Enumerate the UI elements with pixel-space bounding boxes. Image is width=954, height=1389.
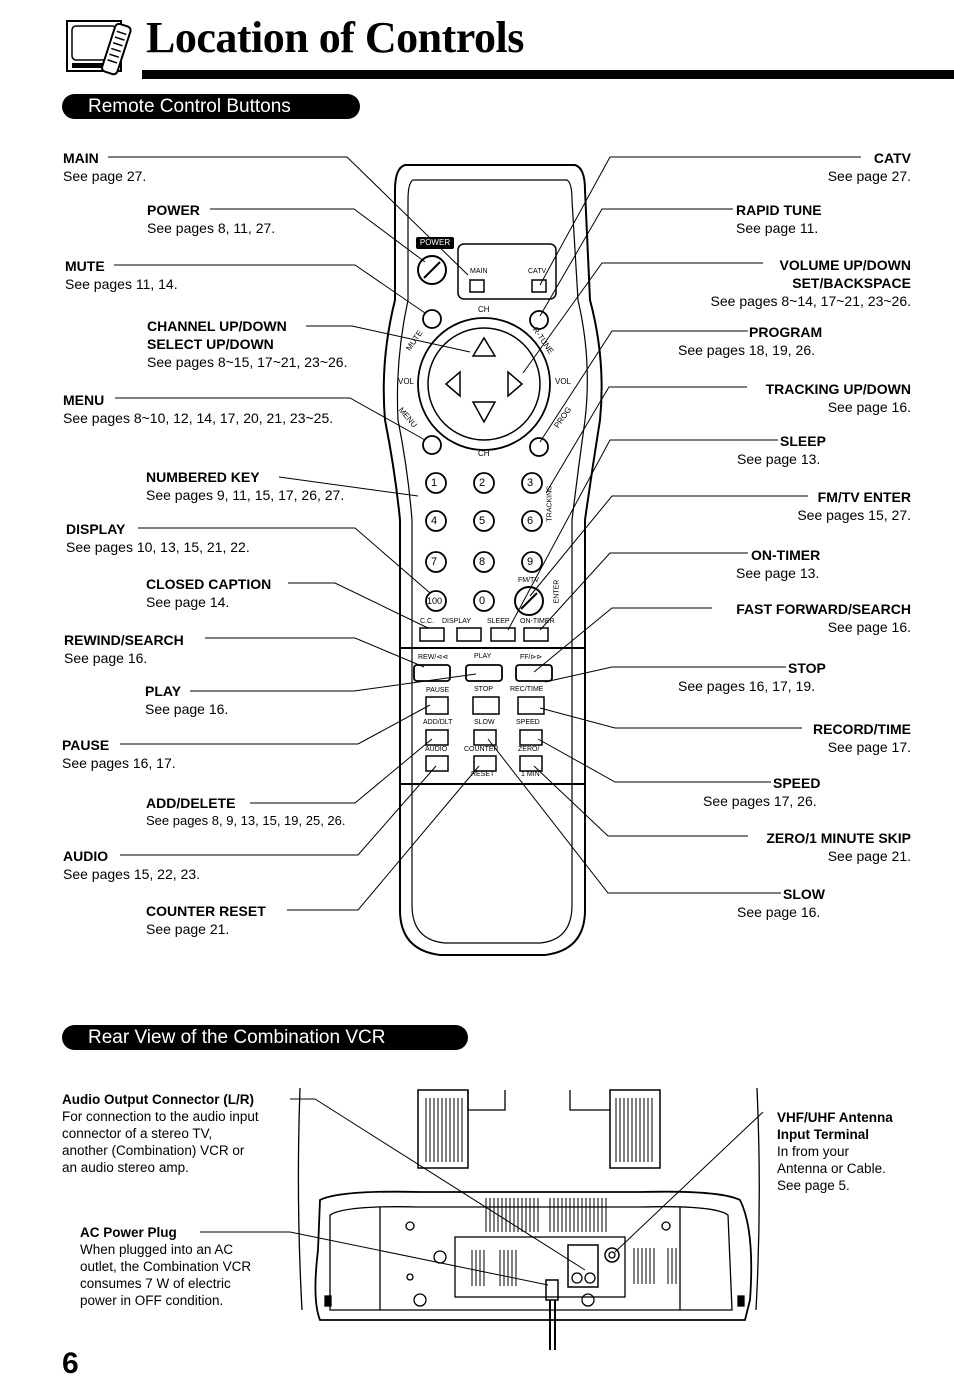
remote-body-outline	[382, 164, 603, 956]
section-banner-remote: Remote Control Buttons	[62, 94, 360, 119]
key-2: 2	[479, 477, 486, 489]
section-banner-rear: Rear View of the Combination VCR	[62, 1025, 468, 1050]
remote-ch-text: CH	[478, 305, 490, 314]
label-ac-plug: AC Power Plug When plugged into an AC ou…	[80, 1225, 252, 1308]
title-rule	[142, 70, 954, 79]
remote-rectime-text: REC/TIME	[510, 686, 544, 693]
remote-slow-text: SLOW	[474, 719, 495, 726]
remote-ch-text-lower: CH	[478, 449, 490, 458]
label-audio-output: Audio Output Connector (L/R) For connect…	[62, 1092, 259, 1175]
remote-rew-text: REW/⊲⊲	[418, 654, 449, 661]
key-100: 100	[427, 596, 443, 606]
remote-power-tag: POWER	[416, 237, 454, 249]
remote-cc-text: C.C.	[420, 618, 434, 625]
key-8: 8	[479, 556, 486, 568]
remote-adddlt-text: ADD/DLT	[423, 719, 453, 726]
remote-sleep-text: SLEEP	[487, 618, 510, 625]
page-number: 6	[62, 1347, 79, 1380]
key-0: 0	[479, 595, 486, 607]
vent-slots	[425, 1098, 677, 1286]
remote-reset-text: RESET	[471, 771, 495, 778]
remote-play-text: PLAY	[474, 653, 492, 660]
remote-speed-text: SPEED	[516, 719, 540, 726]
remote-tracking-text: TRACKING	[546, 485, 554, 522]
rear-view-drawing	[297, 1087, 760, 1350]
key-1: 1	[431, 477, 438, 489]
remote-pause-text: PAUSE	[426, 687, 450, 694]
remote-counter-text: COUNTER	[464, 746, 499, 753]
key-4: 4	[431, 515, 438, 527]
remote-onemin-text: 1 MIN	[521, 771, 540, 778]
label-antenna: VHF/UHF Antenna Input Terminal In from y…	[777, 1110, 893, 1193]
key-9: 9	[527, 556, 534, 568]
remote-enter-text: ENTER	[553, 579, 561, 604]
remote-ontimer-text: ON-TIMER	[520, 618, 555, 625]
tv-remote-icon	[66, 20, 132, 78]
key-3: 3	[527, 477, 534, 489]
power-button	[417, 255, 447, 285]
remote-zero-text: ZERO/	[518, 746, 540, 753]
remote-fmtv-text: FM/TV	[518, 577, 539, 584]
remote-ff-text: FF/⊳⊳	[520, 654, 543, 661]
remote-main-text: MAIN	[470, 268, 488, 275]
remote-audio-text: AUDIO	[425, 746, 448, 753]
page-title: Location of Controls	[146, 13, 524, 62]
remote-vol-text: VOL	[398, 377, 415, 386]
key-7: 7	[431, 556, 438, 568]
remote-catv-text: CATV	[528, 268, 547, 275]
key-5: 5	[479, 515, 486, 527]
remote-vol-text-right: VOL	[555, 377, 572, 386]
remote-stop-text: STOP	[474, 686, 493, 693]
remote-display-text: DISPLAY	[442, 618, 472, 625]
key-6: 6	[527, 515, 534, 527]
